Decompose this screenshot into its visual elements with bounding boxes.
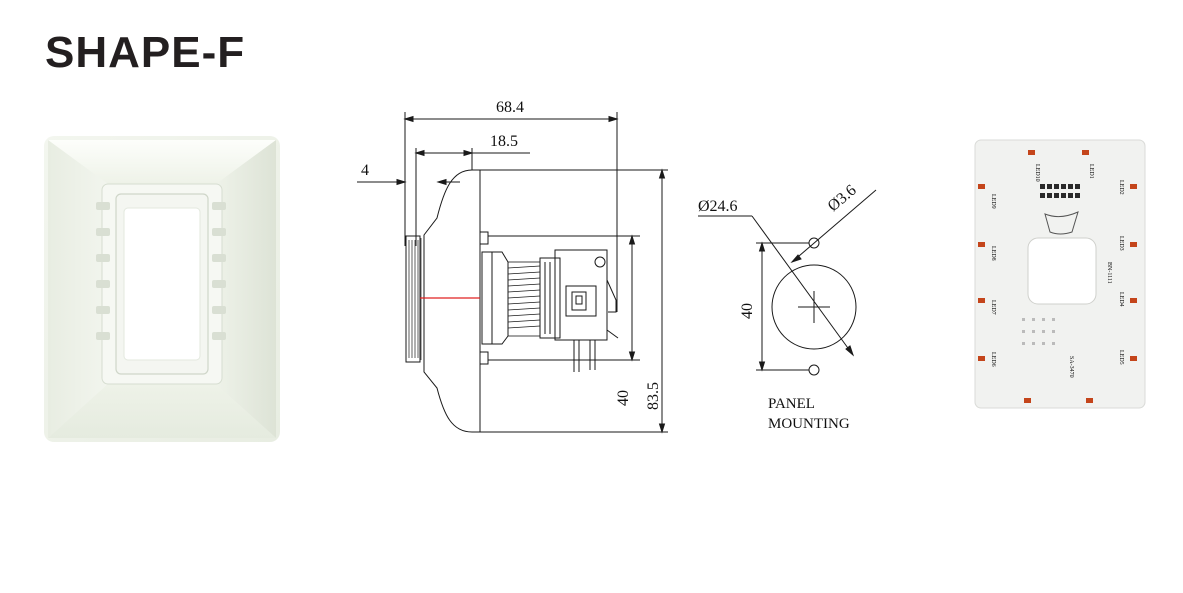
pcb-led-label: LED2 bbox=[1118, 180, 1124, 195]
pin-hole-bottom bbox=[808, 364, 820, 376]
dim-label-pin-diameter: Ø3.6 bbox=[825, 182, 860, 215]
dim-hole-diameter: Ø24.6 bbox=[698, 198, 855, 357]
pcb-part-code: BN-1111 bbox=[1106, 262, 1112, 284]
micro-switch bbox=[539, 249, 619, 372]
dim-pin-spacing: 40 bbox=[739, 241, 809, 372]
pcb-led-label: LED1 bbox=[1088, 164, 1094, 179]
dim-bezel-height: 83.5 bbox=[480, 168, 668, 434]
led-pcb-photo: LED10 LED1 LED9 LED2 LED8 LED3 LED7 LED4… bbox=[974, 139, 1146, 409]
pcb-led-label: LED8 bbox=[990, 246, 996, 261]
pcb-led-label: LED6 bbox=[990, 352, 996, 367]
dim-cap-length: 18.5 bbox=[414, 133, 530, 246]
pcb-led-label: LED7 bbox=[990, 300, 996, 315]
dim-label-bezel-thickness: 4 bbox=[361, 162, 369, 179]
side-view-drawing: 68.4 18.5 4 bbox=[357, 99, 668, 434]
dim-body-height: 40 bbox=[615, 234, 636, 406]
pcb-led-label: LED4 bbox=[1118, 292, 1124, 307]
lens-cap bbox=[123, 207, 201, 361]
dim-overall-length: 68.4 bbox=[403, 99, 619, 312]
body-tab-top bbox=[479, 231, 489, 245]
pcb-logo-mark bbox=[1044, 211, 1079, 235]
pcb-led-label: LED10 bbox=[1034, 164, 1040, 182]
pcb-cutout bbox=[1027, 237, 1097, 305]
panel-mounting-label-line1: PANEL bbox=[768, 396, 815, 412]
pcb-connector bbox=[1040, 184, 1080, 198]
pcb-led-pads bbox=[978, 150, 1137, 403]
cap-serrations bbox=[408, 236, 425, 362]
pcb-smd-pads bbox=[1022, 318, 1055, 345]
panel-mounting-drawing: 40 Ø24.6 Ø3.6 PANEL MOUNTING bbox=[698, 182, 877, 432]
dim-pin-diameter: Ø3.6 bbox=[790, 182, 877, 264]
dim-label-cap-length: 18.5 bbox=[490, 133, 518, 150]
bezel-left-face bbox=[48, 140, 108, 438]
page-title: SHAPE-F bbox=[45, 28, 246, 77]
bezel-outline bbox=[423, 169, 481, 433]
dim-label-bezel-height: 83.5 bbox=[645, 382, 662, 410]
cap-lens bbox=[405, 235, 421, 363]
panel-mounting-label-line2: MOUNTING bbox=[768, 416, 850, 432]
pcb-led-label: LED5 bbox=[1118, 350, 1124, 365]
bezel-bottom-face bbox=[48, 384, 276, 438]
dim-label-hole-diameter: Ø24.6 bbox=[698, 198, 738, 215]
mounting-hole bbox=[771, 264, 857, 350]
body-tab-bottom bbox=[479, 351, 489, 365]
hex-nut bbox=[481, 251, 509, 345]
lens-ribs-left bbox=[96, 202, 110, 340]
bezel-right-face bbox=[216, 140, 276, 438]
pcb-serial-text: SA-3470 bbox=[1068, 356, 1074, 378]
pcb-led-label: LED3 bbox=[1118, 236, 1124, 251]
dim-label-pin-spacing: 40 bbox=[739, 303, 756, 319]
thread-lines bbox=[507, 261, 541, 337]
button-photo bbox=[44, 136, 280, 442]
bezel-top-face bbox=[48, 140, 276, 184]
dim-bezel-thickness: 4 bbox=[357, 162, 460, 186]
lens-ribs-right bbox=[212, 202, 226, 340]
pcb-led-label: LED9 bbox=[990, 194, 996, 209]
dim-label-overall-length: 68.4 bbox=[496, 99, 524, 116]
dim-label-body-height: 40 bbox=[615, 390, 632, 406]
